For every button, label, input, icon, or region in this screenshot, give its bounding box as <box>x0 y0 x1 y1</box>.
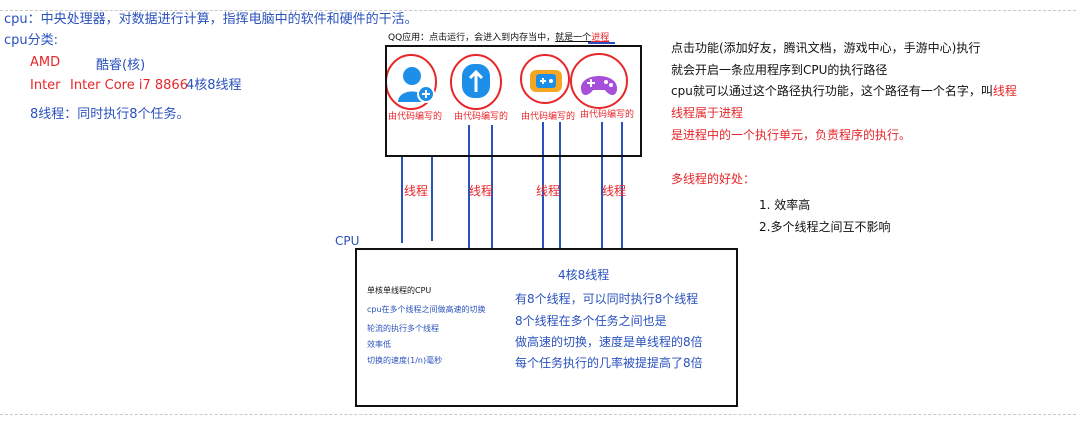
benefit-1: 1. 效率高 <box>759 198 811 212</box>
game-center-icon <box>530 70 562 92</box>
right-line-3-thread: 线程 <box>992 84 1017 98</box>
icon-caption-3: 由代码编写的 <box>521 112 576 122</box>
multi-core-line-1: 有8个线程，可以同时执行8个线程 <box>515 292 699 306</box>
thread-label-3: 线程 <box>536 184 561 198</box>
qq-title-process: 进程 <box>591 33 610 43</box>
thread-label-1: 线程 <box>404 184 429 198</box>
icon-caption-1: 由代码编写的 <box>388 112 443 122</box>
cpu-category: cpu分类: <box>4 33 59 48</box>
multi-core-title: 4核8线程 <box>558 268 610 282</box>
top-divider <box>0 10 1076 11</box>
right-line-3-text: cpu就可以通过这个路径执行功能，这个路径有一个名字，叫 <box>671 84 993 98</box>
benefit-title: 多线程的好处： <box>671 172 756 186</box>
multi-core-line-3: 做高速的切换，速度是单线程的8倍 <box>515 335 703 349</box>
qq-app-box <box>385 45 642 157</box>
right-line-3: cpu就可以通过这个路径执行功能，这个路径有一个名字，叫线程 <box>671 85 1017 97</box>
cpu-label: CPU <box>335 234 360 248</box>
cpu-box <box>355 248 738 407</box>
kurui-label: 酷睿(核) <box>96 58 146 73</box>
benefit-2: 2.多个线程之间互不影响 <box>759 220 891 234</box>
cpu-definition: cpu：中央处理器，对数据进行计算，指挥电脑中的软件和硬件的干活。 <box>4 12 418 27</box>
cpu-spec: 4核8线程 <box>186 78 242 93</box>
single-core-title: 单核单线程的CPU <box>367 286 432 295</box>
icon-caption-4: 由代码编写的 <box>580 110 635 120</box>
gamepad-icon <box>581 76 617 95</box>
document-icon <box>462 64 490 98</box>
icon-caption-2: 由代码编写的 <box>454 112 509 122</box>
eight-threads-note: 8线程：同时执行8个任务。 <box>30 107 190 122</box>
add-friend-icon <box>398 67 435 103</box>
right-line-4: 线程属于进程 <box>671 106 744 120</box>
thread-label-4: 线程 <box>602 184 627 198</box>
single-core-line-3: 效率低 <box>367 340 391 349</box>
amd-label: AMD <box>30 55 61 70</box>
right-line-1: 点击功能(添加好友，腾讯文档，游戏中心，手游中心)执行 <box>671 41 981 55</box>
cpu-model: Inter Core i7 8866 <box>70 78 188 93</box>
multi-core-line-4: 每个任务执行的几率被提提高了8倍 <box>515 356 703 370</box>
qq-title-underlined: 就是一个 <box>555 33 592 43</box>
qq-title: QQ应用：点击运行，会进入到内存当中，就是一个进程 <box>388 34 609 43</box>
single-core-line-4: 切换的速度(1/n)毫秒 <box>367 356 443 365</box>
right-line-2: 就会开启一条应用程序到CPU的执行路径 <box>671 63 888 77</box>
single-core-line-1: cpu在多个线程之间做高速的切换 <box>367 305 486 314</box>
qq-title-prefix: QQ应用：点击运行，会进入到内存当中， <box>388 33 556 43</box>
single-core-line-2: 轮流的执行多个线程 <box>367 324 439 333</box>
bottom-divider <box>0 414 1076 415</box>
multi-core-line-2: 8个线程在多个任务之间也是 <box>515 314 667 328</box>
inter-label: Inter <box>30 78 61 93</box>
thread-label-2: 线程 <box>469 184 494 198</box>
right-line-5: 是进程中的一个执行单元，负责程序的执行。 <box>671 128 912 142</box>
thread-lines <box>401 122 623 248</box>
